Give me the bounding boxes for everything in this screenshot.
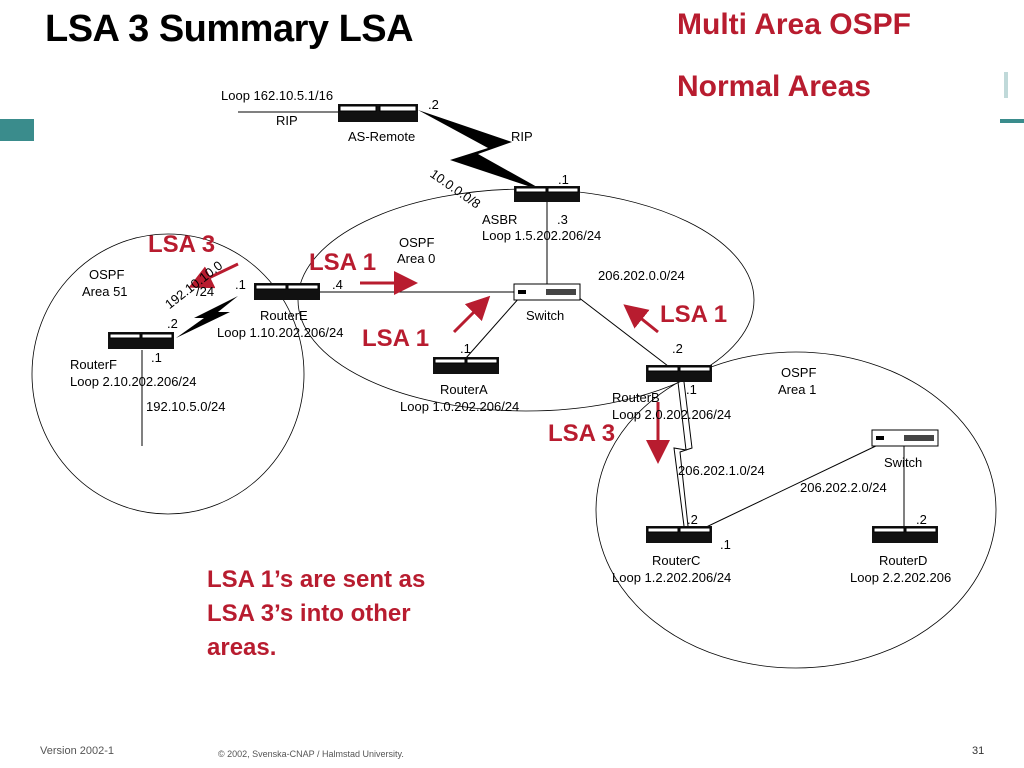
asbr-loop-label: Loop 1.5.202.206/24 [482,228,602,243]
footer-version: Version 2002-1 [40,745,114,757]
rip-left-label: RIP [276,113,298,128]
router-routere [254,283,320,300]
serial-link-routere-routerf [176,296,238,338]
serial-link-remote-asbr [418,110,546,192]
routera-loop-label: Loop 1.0.202.206/24 [400,399,520,414]
subtitle-normal-areas: Normal Areas [677,70,871,103]
routerc-label: RouterC [652,553,701,568]
arrow-lsa1-right [623,304,659,334]
switch-area1 [871,429,939,447]
net-192-10-mask-label: /24 [196,284,215,299]
routere-loop-label: Loop 1.10.202.206/24 [217,325,344,340]
area51-boundary [31,233,305,515]
routerd-loop-label: Loop 2.2.202.206 [850,570,952,585]
serial-link-routerb-routerc-2 [679,381,693,527]
net-206-0-label: 206.202.0.0/24 [598,268,685,283]
routerb-loop-label: Loop 2.0.202.206/24 [612,407,732,422]
lsa1-right-label: LSA 1 [660,301,728,328]
asbr-label: ASBR [482,212,518,227]
router-routera [433,357,499,374]
area1-ospf-label: OSPF [781,365,817,380]
router-routerc [646,526,712,543]
routera-dot1-label: .1 [460,341,471,356]
area51-ospf-label: OSPF [89,267,125,282]
footer-copyright: © 2002, Svenska-CNAP / Halmstad Universi… [218,749,404,759]
routere-dot1-label: .1 [235,277,246,292]
area51-name-label: Area 51 [82,284,128,299]
teal-line-decoration [1000,119,1024,123]
lsa1-top-label: LSA 1 [309,249,377,276]
loop-remote-label: Loop 162.10.5.1/16 [221,88,334,103]
page-number: 31 [972,745,985,757]
arrow-lsa1-mid [452,295,491,334]
routerd-dot2-label: .2 [916,512,927,527]
switch-area1-label: Switch [884,455,923,470]
serial-link-routerb-routerc [673,381,687,527]
asbr-dot3-label: .3 [557,212,568,227]
routerd-label: RouterD [879,553,928,568]
router-routerf [108,332,174,349]
asbr-dot1-label: .1 [558,172,569,187]
remote-dot2-label: .2 [428,97,439,112]
slide-title: LSA 3 Summary LSA [45,8,414,50]
router-asbr [514,186,580,202]
routerb-dot2-label: .2 [672,341,683,356]
lsa3-right-label: LSA 3 [548,420,616,447]
routere-label: RouterE [260,308,308,323]
lsa3-left-label: LSA 3 [148,231,216,258]
link-switch-routerb [577,296,669,367]
explanation-note: LSA 1’s are sent as LSA 3’s into other a… [207,566,426,661]
routerb-dot1-label: .1 [686,382,697,397]
area0-name-label: Area 0 [397,251,436,266]
routerc-dot1-label: .1 [720,537,731,552]
routerf-dot1-label: .1 [151,350,162,365]
routerb-label: RouterB [612,390,660,405]
area1-name-label: Area 1 [778,382,817,397]
area0-ospf-label: OSPF [399,235,435,250]
link-routerc-switch1 [699,443,881,531]
arrow-lsa3-left [188,262,239,289]
routerf-label: RouterF [70,357,117,372]
light-line-decoration [1004,72,1008,98]
rip-right-label: RIP [511,129,533,144]
lsa1-mid-label: LSA 1 [362,325,430,352]
router-routerd [872,526,938,543]
routerf-loop-label: Loop 2.10.202.206/24 [70,374,197,389]
net-206-2-label: 206.202.2.0/24 [800,480,887,495]
link-switch-routera [465,296,521,359]
net-192-5-label: 192.10.5.0/24 [146,399,226,414]
subtitle-multi-area: Multi Area OSPF [677,8,911,41]
routera-label: RouterA [440,382,488,397]
routerf-dot2-label: .2 [167,316,178,331]
routerc-loop-label: Loop 1.2.202.206/24 [612,570,732,585]
net-206-1-label: 206.202.1.0/24 [678,463,765,478]
routere-dot4-label: .4 [332,277,343,292]
switch-area0-label: Switch [526,308,565,323]
teal-square-decoration [0,119,34,141]
router-routerb [646,365,712,382]
routerc-dot2-label: .2 [687,512,698,527]
area1-boundary [595,351,997,669]
as-remote-label: AS-Remote [348,129,416,144]
switch-area0 [513,283,581,301]
router-as-remote [338,104,418,122]
